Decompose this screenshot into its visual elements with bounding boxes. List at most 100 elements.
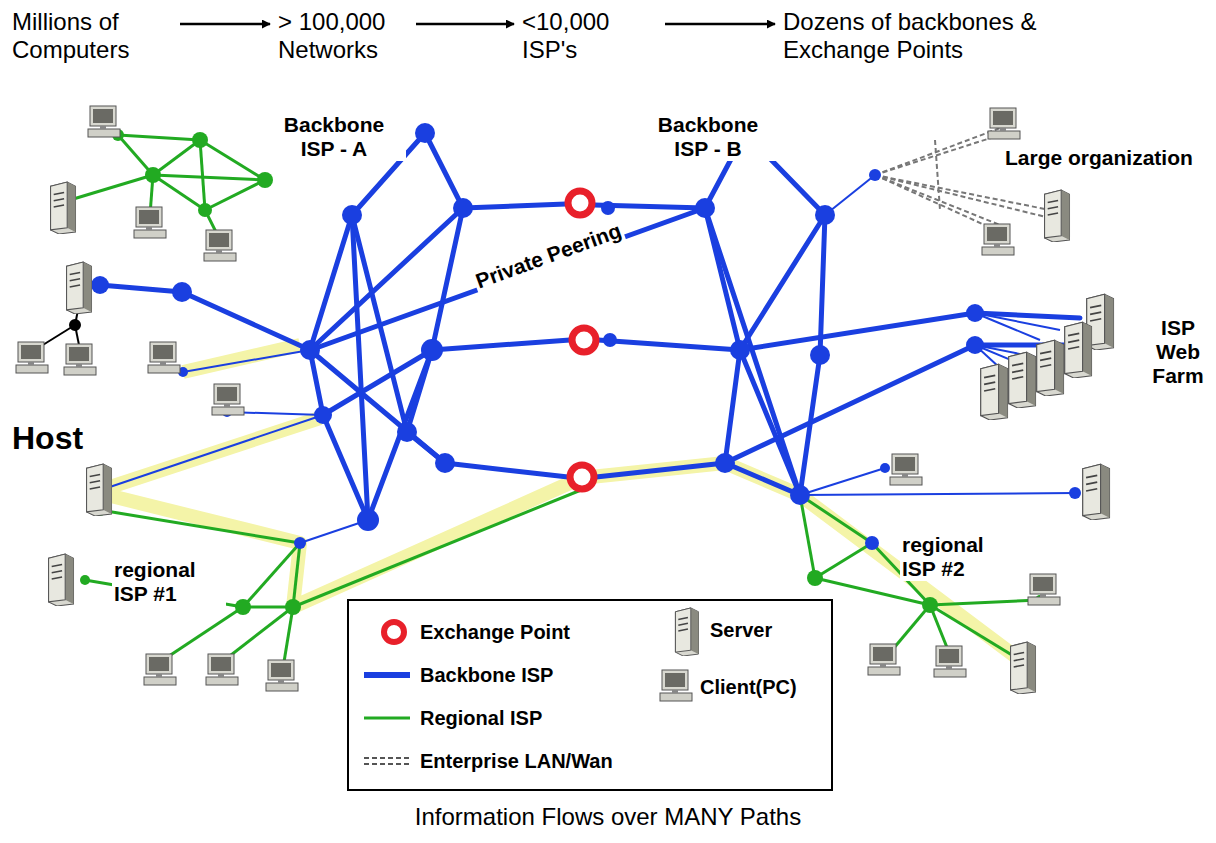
regional-routers-part <box>922 597 938 613</box>
client-pcs-part <box>1028 574 1060 605</box>
backbone-links-part <box>368 350 432 520</box>
diagram-label: Host <box>10 420 85 456</box>
regional-links-part <box>800 495 872 543</box>
enterprise-lan-part <box>875 175 1050 218</box>
regional-links-part <box>70 175 153 200</box>
regional-routers-part <box>257 172 273 188</box>
legend-text: Exchange Point <box>420 620 570 644</box>
client-pcs-part <box>988 108 1020 139</box>
legend-box-part <box>364 763 410 765</box>
backbone-links-part <box>598 340 740 350</box>
client-pcs-part <box>16 342 48 373</box>
legend-box-part <box>364 717 410 720</box>
diagram-label: ISP Web Farm <box>1145 316 1211 388</box>
exchange-points-part <box>570 465 594 489</box>
regional-routers-part <box>285 599 301 615</box>
backbone-routers-part <box>810 345 830 365</box>
backbone-routers-part <box>865 536 879 550</box>
servers-part <box>1065 322 1092 378</box>
backbone-routers-part <box>415 123 435 143</box>
backbone-links-part <box>725 463 800 495</box>
servers-part <box>87 464 112 516</box>
backbone-links-part <box>310 208 463 350</box>
servers-part <box>981 364 1008 420</box>
backbone-routers-part <box>869 169 881 181</box>
backbone-routers-part <box>815 205 835 225</box>
legend-box-part <box>364 672 410 678</box>
scale-step: Dozens of backbones & Exchange Points <box>783 8 1083 64</box>
backbone-routers-part <box>91 276 109 294</box>
regional-links-part <box>200 140 205 210</box>
client-pcs-part <box>890 454 922 485</box>
enterprise-lan-part <box>875 135 1000 175</box>
backbone-links-part <box>310 350 445 463</box>
backbone-routers-part <box>435 453 455 473</box>
regional-links-part <box>815 543 872 578</box>
backbone-routers-part <box>172 282 192 302</box>
regional-links-part <box>283 607 293 668</box>
small-lan-part <box>70 320 80 330</box>
client-pcs-part <box>868 644 900 675</box>
regional-links <box>70 135 1040 668</box>
diagram-label: Backbone ISP - A <box>262 113 406 161</box>
backbone-links-part <box>425 133 463 208</box>
regional-links-part <box>153 175 205 210</box>
regional-links-part <box>800 495 815 578</box>
enterprise-lan <box>875 128 1050 232</box>
legend-text: Client(PC) <box>700 675 797 699</box>
regional-links-part <box>100 510 300 543</box>
backbone-links-part <box>305 208 705 352</box>
backbone-routers-part <box>300 340 320 360</box>
regional-links-part <box>153 175 265 180</box>
diagram-label: regional ISP #2 <box>900 533 1014 581</box>
backbone-links-part <box>725 345 975 463</box>
backbone-routers-part <box>603 333 617 347</box>
legend-box-part <box>364 757 410 759</box>
client-pcs-part <box>64 344 96 375</box>
flow-arrow <box>665 23 775 26</box>
regional-routers-part <box>145 167 161 183</box>
legend-text: Regional ISP <box>420 706 542 730</box>
access-links <box>95 175 1075 543</box>
backbone-routers-part <box>1069 487 1081 499</box>
backbone-links-part <box>820 215 825 355</box>
servers-part <box>49 554 74 606</box>
regional-routers-part <box>80 575 90 585</box>
backbone-links-part <box>182 292 310 350</box>
legend-box-part <box>348 600 832 790</box>
servers-part <box>1083 464 1110 520</box>
backbone-routers-part <box>453 198 473 218</box>
servers-part <box>1011 642 1036 694</box>
client-pcs-part <box>982 224 1014 255</box>
step-text: Millions of Computers <box>12 8 172 64</box>
client-pcs-part <box>148 342 180 373</box>
client-pcs-part <box>212 384 244 415</box>
step-text: > 100,000 Networks <box>278 8 408 64</box>
backbone-links-part <box>596 463 725 477</box>
flow-arrow <box>180 23 270 26</box>
regional-links-part <box>118 135 200 140</box>
client-pcs-part <box>206 654 238 685</box>
diagram-label: Backbone ISP - B <box>636 113 780 161</box>
client-pcs-part <box>934 646 966 677</box>
step-text: <10,000 ISP's <box>522 8 657 64</box>
client-pcs-part <box>134 207 166 238</box>
regional-routers-part <box>198 203 212 217</box>
backbone-routers-part <box>715 453 735 473</box>
backbone-links-part <box>740 215 825 350</box>
backbone-links-part <box>463 204 566 208</box>
backbone-routers-part <box>880 463 890 473</box>
regional-links-part <box>153 140 200 175</box>
backbone-links-part <box>445 463 568 477</box>
step-text: Dozens of backbones & Exchange Points <box>783 8 1083 64</box>
access-links-part <box>95 415 323 492</box>
regional-routers-part <box>192 132 208 148</box>
caption: Information Flows over MANY Paths <box>0 803 1216 831</box>
access-links-part <box>975 313 1060 330</box>
servers-part <box>1009 352 1036 408</box>
regional-routers-part <box>235 599 251 615</box>
backbone-routers-part <box>397 422 417 442</box>
backbone-routers-part <box>421 339 443 361</box>
